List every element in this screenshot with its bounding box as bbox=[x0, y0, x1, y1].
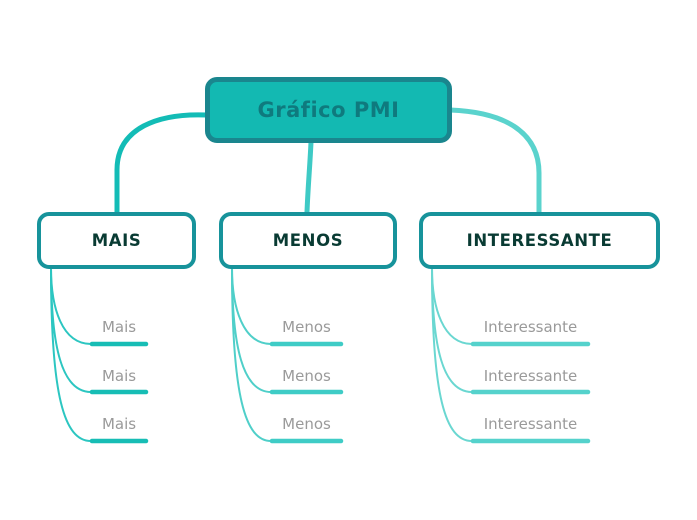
connector-root-interessante bbox=[447, 107, 542, 215]
root-node-label: Gráfico PMI bbox=[257, 98, 400, 122]
subtopic-menos-3[interactable]: Menos bbox=[282, 414, 331, 433]
subtopic-interessante-3[interactable]: Interessante bbox=[483, 414, 578, 433]
subtopic-interessante-2[interactable]: Interessante bbox=[483, 366, 578, 385]
branch-node-mais-label: MAIS bbox=[91, 231, 142, 250]
branch-node-interessante-label: INTERESSANTE bbox=[466, 231, 613, 250]
root-node[interactable]: Gráfico PMI bbox=[205, 77, 452, 143]
subtopic-mais-2[interactable]: Mais bbox=[101, 366, 137, 385]
connector-root-mais bbox=[114, 112, 210, 215]
branch-node-interessante[interactable]: INTERESSANTE bbox=[419, 212, 660, 269]
subtopic-menos-2[interactable]: Menos bbox=[282, 366, 331, 385]
subtopic-interessante-1[interactable]: Interessante bbox=[483, 317, 578, 336]
subtopic-menos-1[interactable]: Menos bbox=[282, 317, 331, 336]
branch-node-menos[interactable]: MENOS bbox=[219, 212, 397, 269]
connector-root-menos bbox=[304, 139, 314, 215]
subtopic-mais-1[interactable]: Mais bbox=[101, 317, 137, 336]
branch-node-mais[interactable]: MAIS bbox=[37, 212, 196, 269]
branch-node-menos-label: MENOS bbox=[272, 231, 344, 250]
subtopic-mais-3[interactable]: Mais bbox=[101, 414, 137, 433]
